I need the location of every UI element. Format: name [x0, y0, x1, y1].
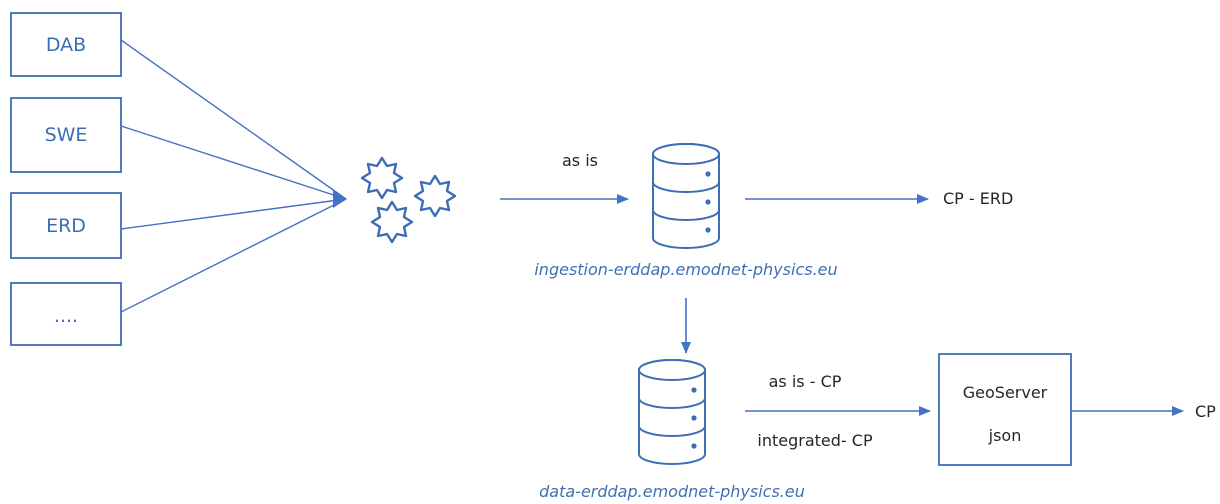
- ingestion-url-label: ingestion-erddap.emodnet-physics.eu: [534, 260, 837, 279]
- database-icon: [638, 359, 706, 465]
- converge-arrowhead: [333, 190, 347, 208]
- cp-output-label: CP: [1195, 402, 1216, 421]
- geoserver-box: GeoServer json: [938, 353, 1072, 466]
- source-box-erd: ERD: [10, 192, 122, 259]
- ingestion-in-label: as is: [562, 151, 598, 170]
- source-label-erd: ERD: [46, 215, 86, 237]
- data-label-bottom: integrated- CP: [757, 431, 873, 450]
- data-label-top: as is - CP: [769, 372, 842, 391]
- source-label-more: ....: [54, 305, 78, 327]
- database-icon: [652, 143, 720, 249]
- connector-dab: [120, 39, 347, 200]
- geoserver-title: GeoServer: [963, 383, 1048, 402]
- gears-icon: [360, 156, 457, 244]
- geoserver-format: json: [988, 426, 1022, 445]
- source-label-swe: SWE: [45, 124, 88, 146]
- source-box-swe: SWE: [10, 97, 122, 173]
- connector-more: [120, 198, 347, 313]
- data-url-label: data-erddap.emodnet-physics.eu: [539, 482, 805, 501]
- connector-swe: [120, 125, 347, 200]
- source-label-dab: DAB: [46, 34, 86, 56]
- cp-erd-label: CP - ERD: [943, 189, 1013, 208]
- source-box-dab: DAB: [10, 12, 122, 77]
- source-box-more: ....: [10, 282, 122, 346]
- connector-erd: [120, 198, 347, 230]
